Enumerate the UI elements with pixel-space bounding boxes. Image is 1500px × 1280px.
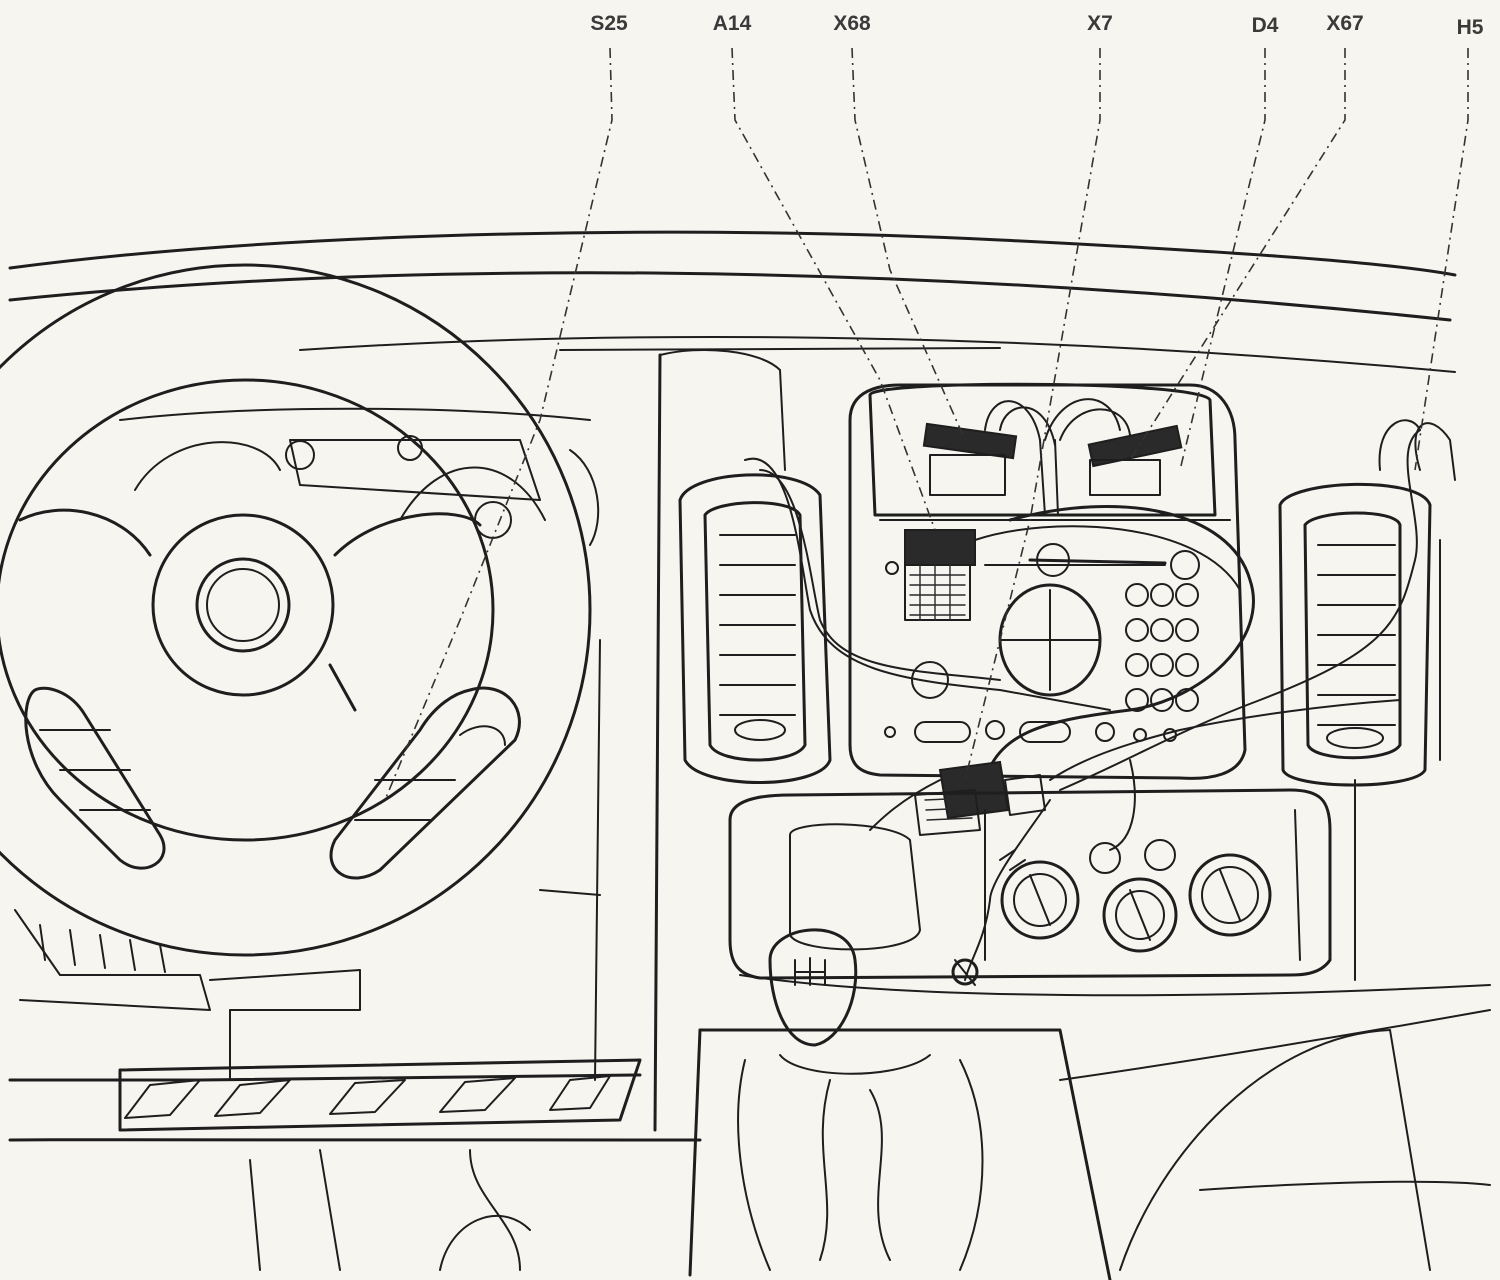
heater-control-panel <box>728 788 1332 980</box>
leader-h5 <box>1414 48 1469 471</box>
left-lower-dashboard <box>14 909 642 1271</box>
leader-x7 <box>964 48 1101 781</box>
center-console-left-trim <box>539 349 786 1132</box>
instrument-cluster <box>119 407 600 546</box>
callout-x67: X67 <box>1326 12 1363 35</box>
wiring-harness <box>744 429 1421 981</box>
leader-a14 <box>731 47 936 531</box>
a14-connector <box>904 529 976 621</box>
dashboard-outline <box>8 230 1491 1191</box>
wheel-control-pad-right <box>329 686 521 880</box>
leader-d4 <box>1179 48 1266 471</box>
callout-a14: A14 <box>713 12 752 35</box>
steering-wheel <box>0 263 592 957</box>
callout-labels: S25 A14 X68 X7 D4 X67 H5 <box>590 12 1483 39</box>
x7-connector <box>914 760 1046 836</box>
right-console <box>1119 539 1441 1271</box>
callout-d4: D4 <box>1252 14 1279 37</box>
wheel-control-pad-left <box>24 686 166 870</box>
callout-x7: X7 <box>1087 12 1113 35</box>
callout-leaders <box>384 47 1469 801</box>
callout-x68: X68 <box>833 12 871 35</box>
leader-x68 <box>851 47 966 441</box>
callout-h5: H5 <box>1457 16 1484 39</box>
h5-lamp-socket <box>951 419 1456 986</box>
leader-s25 <box>384 47 613 801</box>
upper-cavity <box>868 382 1217 517</box>
left-air-vent <box>678 473 832 784</box>
callout-s25: S25 <box>590 12 628 35</box>
gear-lever <box>688 928 1112 1280</box>
right-air-vent <box>1278 482 1432 787</box>
leader-x67 <box>1129 48 1346 461</box>
